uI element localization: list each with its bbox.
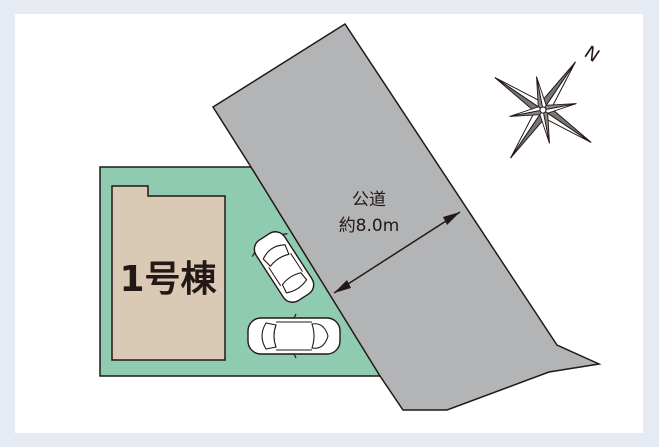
car-parking-2 [247, 313, 341, 359]
north-label: N [580, 42, 603, 67]
road-width-label: 約8.0m [339, 216, 400, 236]
public-road [211, 22, 602, 411]
car-parking-1 [251, 231, 315, 303]
road-width-dimension [333, 211, 461, 294]
compass-rose-icon [494, 61, 592, 159]
building-label: 1号棟 [119, 259, 217, 300]
road-name-label: 公道 [352, 190, 386, 210]
building-1 [111, 185, 226, 361]
